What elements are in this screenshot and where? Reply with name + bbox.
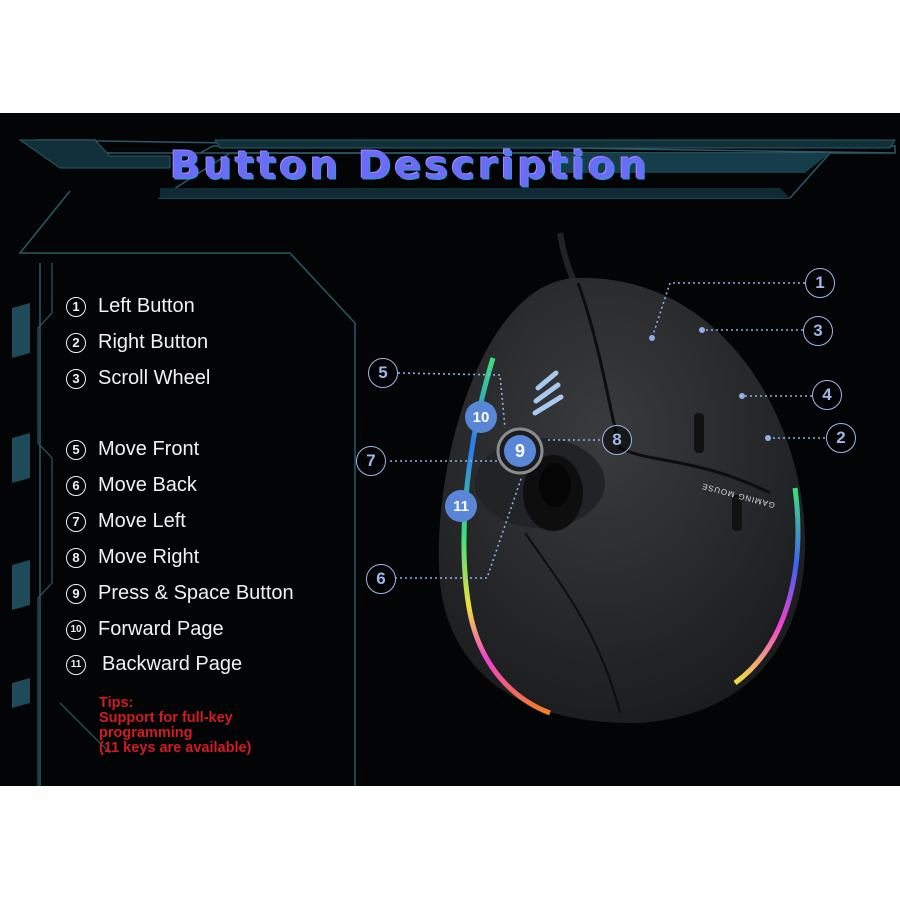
number-badge: 2 [66, 332, 86, 353]
legend-item: 2 Right Button [66, 331, 208, 354]
legend-label: Forward Page [98, 618, 224, 640]
legend-label: Left Button [98, 295, 195, 317]
callout-5: 5 [368, 358, 398, 388]
callout-7: 7 [356, 446, 386, 476]
legend-item: 7 Move Left [66, 510, 186, 533]
legend-label: Move Front [98, 438, 200, 460]
callout-3: 3 [803, 316, 833, 346]
legend-label: Move Right [98, 546, 200, 568]
legend-item: 3 Scroll Wheel [66, 367, 210, 390]
mouse-label-11: 11 [445, 490, 477, 522]
legend-label: Right Button [98, 331, 209, 353]
vertical-mouse-illustration [390, 232, 825, 724]
number-badge: 3 [66, 368, 86, 389]
tips-note: Tips: Support for full-key programming (… [99, 696, 251, 756]
legend-item: 9 Press & Space Button [66, 582, 294, 605]
legend-label: Press & Space Button [98, 582, 294, 604]
legend-item: 8 Move Right [66, 546, 199, 569]
decorative-frame [12, 139, 896, 786]
number-badge: 5 [66, 439, 86, 460]
callout-8: 8 [602, 425, 632, 455]
tips-line: Support for full-key [99, 710, 233, 726]
number-badge: 6 [66, 475, 86, 496]
legend-label: Backward Page [102, 653, 243, 675]
number-badge: 7 [66, 511, 86, 532]
tips-line: (11 keys are available) [99, 740, 252, 756]
legend-item: 5 Move Front [66, 438, 199, 461]
callout-6: 6 [366, 564, 396, 594]
legend-label: Scroll Wheel [98, 367, 211, 389]
legend-label: Move Left [98, 510, 186, 532]
number-badge: 1 [66, 296, 86, 317]
number-badge: 11 [66, 654, 86, 675]
number-badge: 9 [66, 583, 86, 604]
mouse-label-9: 9 [504, 435, 536, 467]
legend-item: 11 Backward Page [66, 653, 242, 676]
legend-item: 1 Left Button [66, 295, 195, 318]
callout-2: 2 [826, 423, 856, 453]
callout-4: 4 [812, 380, 842, 410]
number-badge: 8 [66, 547, 86, 568]
number-badge: 10 [66, 619, 86, 640]
page-title: Button Description [170, 144, 650, 188]
mouse-label-10: 10 [465, 401, 497, 433]
legend-item: 10 Forward Page [66, 618, 224, 641]
legend-label: Move Back [98, 474, 197, 496]
callout-1: 1 [805, 268, 835, 298]
legend-item: 6 Move Back [66, 474, 197, 497]
tips-heading: Tips: [99, 695, 134, 711]
tips-line: programming [99, 725, 193, 741]
